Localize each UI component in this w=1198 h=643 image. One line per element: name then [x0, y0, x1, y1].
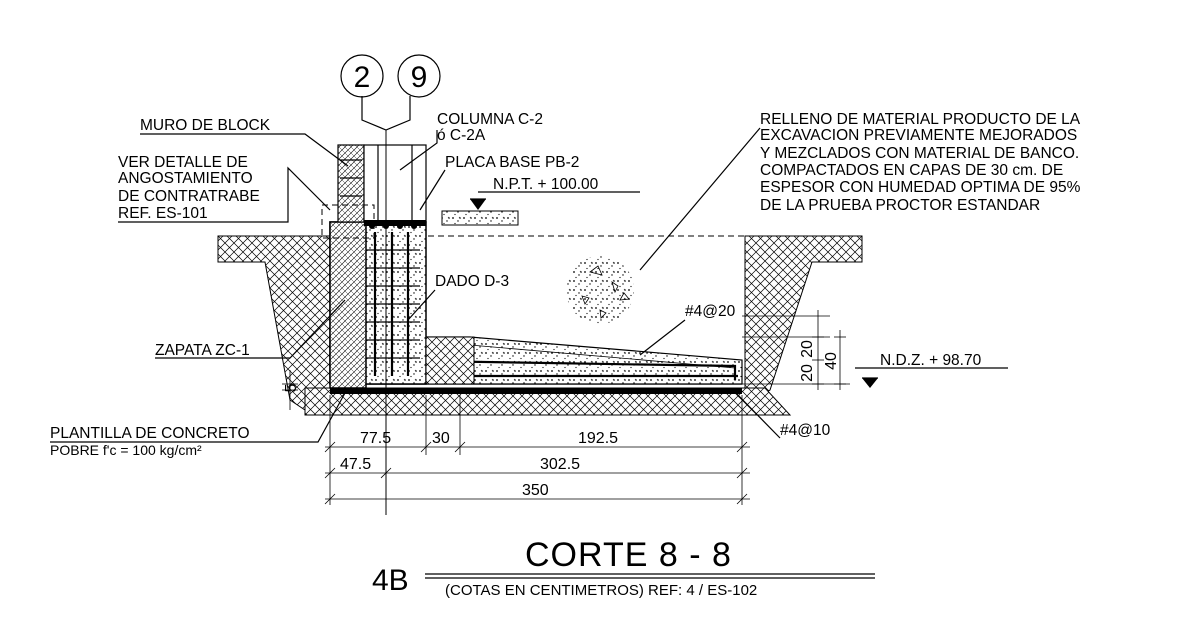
- ver-label-1: VER DETALLE DE: [118, 154, 248, 171]
- title-id: 4B: [372, 564, 409, 597]
- plantilla-label-2: POBRE f'c = 100 kg/cm²: [50, 442, 202, 458]
- plantilla-label-1: PLANTILLA DE CONCRETO: [50, 425, 250, 442]
- vertical-dims: 5 20 20 40: [282, 310, 850, 410]
- dado-label: DADO D-3: [435, 273, 509, 290]
- rebar-bottom-label: #4@10: [780, 422, 831, 439]
- dim-47-5: 47.5: [340, 456, 371, 473]
- relleno-label-6: DE LA PRUEBA PROCTOR ESTANDAR: [760, 197, 1040, 214]
- title-main: CORTE 8 - 8: [525, 536, 732, 574]
- zapata-label: ZAPATA ZC-1: [155, 342, 250, 359]
- horizontal-dims: 77.5 30 192.5 47.5 302.5 350: [324, 395, 750, 505]
- ver-label-3: DE CONTRATRABE: [118, 188, 260, 205]
- rebar-top-slope: [469, 344, 736, 369]
- muro-label: MURO DE BLOCK: [140, 117, 271, 134]
- column-c2: [337, 144, 427, 223]
- grid-bubble-left: [340, 54, 384, 98]
- contratrabe-outline: [321, 204, 375, 239]
- dado-base-pad: [425, 336, 475, 385]
- relleno-label-2: EXCAVACION PREVIAMENTE MEJORADOS: [760, 127, 1077, 144]
- muro-block: [329, 221, 367, 389]
- plantilla-slab: [330, 388, 742, 394]
- npt-label: N.P.T. + 100.00: [493, 176, 599, 193]
- relleno-label-3: Y MEZCLADOS CON MATERIAL DE BANCO.: [760, 145, 1079, 162]
- ver-label-4: REF. ES-101: [118, 205, 208, 222]
- dim-20a: 20: [799, 340, 816, 358]
- relleno-label-4: COMPACTADOS EN CAPAS DE 30 cm. DE: [760, 162, 1063, 179]
- columna-alt-label: ó C-2A: [437, 127, 486, 144]
- dim-40: 40: [823, 352, 840, 370]
- dim-77-5: 77.5: [360, 430, 391, 447]
- npt-level-symbol: [470, 191, 640, 210]
- grid-bubble-right: [397, 54, 441, 98]
- dim-5: 5: [283, 383, 300, 392]
- dim-302-5: 302.5: [540, 456, 580, 473]
- relleno-label-5: ESPESOR CON HUMEDAD OPTIMA DE 95%: [760, 179, 1081, 196]
- placa-base: [364, 220, 426, 226]
- title-block: 4B CORTE 8 - 8 (COTAS EN CENTIMETROS) RE…: [372, 536, 875, 599]
- dim-192-5: 192.5: [578, 430, 618, 447]
- npt-block: [441, 210, 519, 226]
- title-sub: (COTAS EN CENTIMETROS) REF: 4 / ES-102: [445, 582, 757, 599]
- grid-label-2: 2: [354, 61, 371, 94]
- ndz-label: N.D.Z. + 98.70: [880, 352, 982, 369]
- grid-bubbles: 2 9: [340, 54, 441, 131]
- dim-20b: 20: [799, 364, 816, 382]
- dim-30: 30: [432, 430, 450, 447]
- leaders: [50, 127, 781, 443]
- ndz-level-symbol: [855, 367, 1008, 388]
- relleno-label-1: RELLENO DE MATERIAL PRODUCTO DE LA: [760, 111, 1081, 128]
- dim-350: 350: [522, 482, 549, 499]
- ver-label-2: ANGOSTAMIENTO: [118, 170, 253, 187]
- grid-label-9: 9: [411, 61, 428, 94]
- backfill-particles: [566, 256, 634, 324]
- anchor-bolts: [369, 223, 417, 229]
- soil-left-bank: [217, 235, 331, 411]
- placa-label: PLACA BASE PB-2: [445, 154, 579, 171]
- rebar-top-label: #4@20: [685, 303, 736, 320]
- columna-label: COLUMNA C-2: [437, 111, 543, 128]
